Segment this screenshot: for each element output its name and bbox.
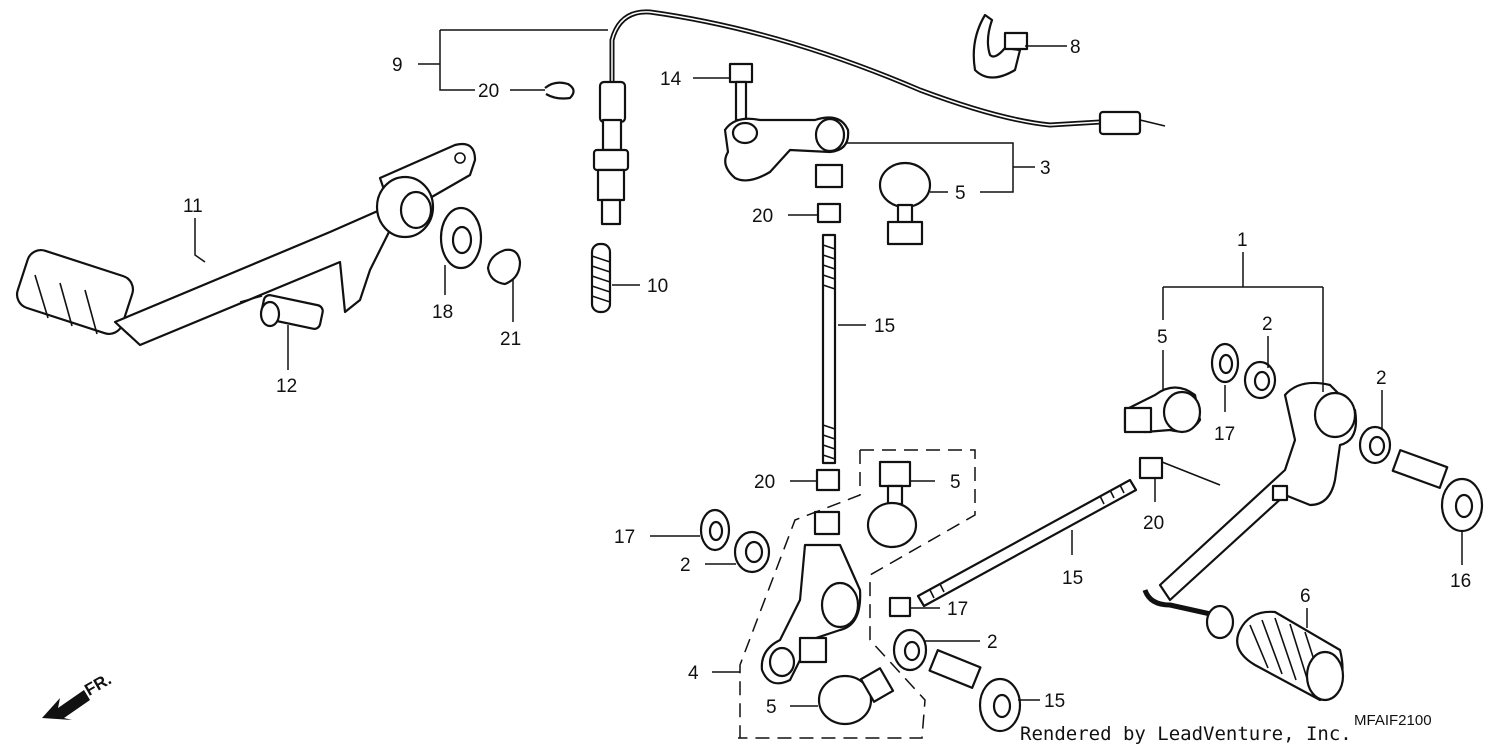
collar-part [239, 294, 324, 330]
ball-joint-part-5c [1123, 386, 1202, 434]
clip-part-21 [486, 248, 522, 286]
nut-part-20c [1138, 456, 1164, 480]
callout-3: 3 [1040, 158, 1051, 179]
callout-5b: 5 [950, 472, 961, 493]
lower-arm-part [760, 510, 862, 685]
callout-16: 17 [947, 599, 968, 620]
washer-hole-2a [744, 540, 764, 564]
nut-part-20b [815, 468, 841, 492]
washer-hole-18 [451, 225, 473, 255]
callout-15a: 16 [1450, 571, 1471, 592]
callout-11: 12 [276, 376, 297, 397]
callout-5d: 5 [766, 697, 777, 718]
callout-18: 18 [432, 302, 453, 323]
washer-hole-2b [903, 640, 921, 662]
bolt-part-15a [1391, 449, 1484, 533]
callout-13: 15 [1062, 568, 1083, 589]
nut-part-16 [888, 596, 912, 618]
callout-2b: 2 [987, 632, 998, 653]
ball-joint-part-5d [817, 667, 895, 726]
ball-joint-part-5b [866, 460, 918, 549]
diagram-code: MFAIF2100 [1354, 712, 1432, 729]
rod-part-13 [916, 478, 1138, 608]
shift-pedal-part [1142, 381, 1358, 640]
washer-hole-2d [1368, 435, 1386, 457]
callout-2a: 2 [680, 555, 691, 576]
front-direction-arrow [42, 690, 90, 720]
callout-6: 6 [1300, 586, 1311, 607]
stop-switch-part [592, 9, 1166, 226]
callout-5a: 5 [955, 183, 966, 204]
rod-part-14 [821, 233, 837, 465]
nut-part-20a [816, 202, 842, 224]
spring-part [590, 242, 612, 314]
ball-joint-part-5a [878, 161, 932, 246]
render-credit: Rendered by LeadVenture, Inc. [1020, 723, 1352, 745]
brake-pedal-part [15, 142, 477, 347]
callout-14: 15 [874, 316, 895, 337]
callout-2c: 2 [1262, 314, 1273, 335]
callout-5c: 5 [1157, 327, 1168, 348]
callout-20a: 20 [752, 206, 773, 227]
callout-2d: 2 [1376, 368, 1387, 389]
band-part [972, 13, 1029, 79]
bolt-part-15b [928, 649, 1022, 733]
callout-4: 4 [688, 663, 699, 684]
callout-7: 8 [1070, 37, 1081, 58]
callout-9: 10 [647, 276, 668, 297]
footpeg-rubber-part [1236, 610, 1345, 702]
upper-arm-part [723, 116, 850, 189]
clip-part-19 [544, 81, 575, 100]
washer-hole-17b [1218, 353, 1234, 375]
callout-19: 20 [478, 81, 499, 102]
callout-8: 9 [392, 55, 403, 76]
callout-1: 1 [1237, 230, 1248, 251]
bolt-part-12 [728, 62, 754, 122]
leader-lines [194, 29, 1463, 739]
callout-12: 14 [660, 69, 682, 90]
callout-20b: 20 [754, 472, 775, 493]
callout-17b: 17 [1214, 424, 1235, 445]
callout-numbers: 9 20 8 14 3 5 11 20 10 18 21 12 15 1 5 2… [183, 37, 1471, 718]
washer-hole-17a [708, 520, 724, 542]
callout-10: 11 [183, 196, 203, 217]
callout-17a: 17 [614, 527, 635, 548]
washer-hole-2c [1253, 370, 1271, 392]
callout-21: 21 [500, 329, 521, 350]
callout-15b: 15 [1044, 691, 1065, 712]
callout-20c: 20 [1143, 513, 1164, 534]
